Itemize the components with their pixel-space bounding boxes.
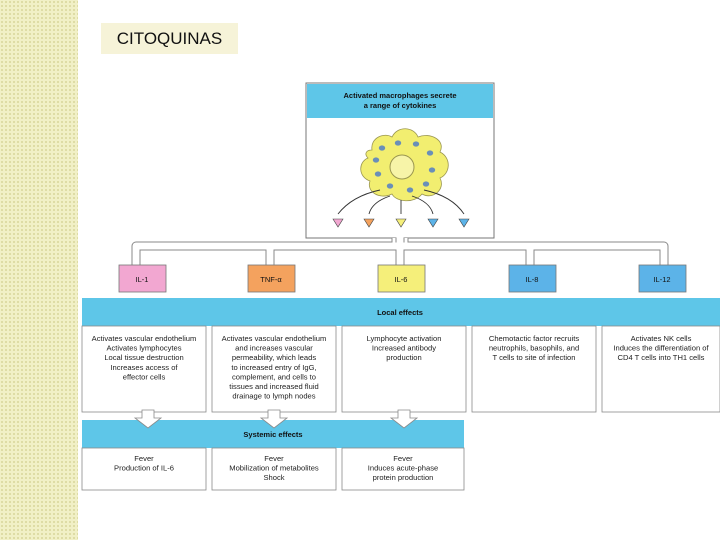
cytokine-label-il8: IL-8 (526, 275, 539, 284)
effect-text-line: Mobilization of metabolites (229, 464, 319, 473)
cytokine-labels: IL-1 TNF-α IL-6 IL-8 IL-12 (118, 264, 687, 293)
effect-text-line: permeability, which leads (232, 353, 316, 362)
cytokine-triangles (332, 218, 470, 228)
effect-text-line: Production of IL-6 (114, 464, 174, 473)
effect-text-line: complement, and cells to (232, 372, 316, 381)
systemic-effect-boxes (81, 447, 465, 491)
effect-text-line: Fever (264, 454, 284, 463)
effect-text-line: CD4 T cells into TH1 cells (618, 353, 705, 362)
effect-text-line: and increases vascular (235, 344, 313, 353)
systemic-effects-title: Systemic effects (243, 430, 302, 439)
cytokine-box-tnf (247, 264, 296, 293)
distribution-pipe (131, 236, 669, 266)
cytokine-box-il1 (118, 264, 167, 293)
effect-text-line: neutrophils, basophils, and (489, 344, 579, 353)
effect-text-line: Activates vascular endothelium (222, 334, 327, 343)
effect-text-line: Chemotactic factor recruits (489, 334, 580, 343)
decorative-side-strip (0, 0, 78, 540)
cytokine-triangle (395, 218, 407, 228)
effect-text-line: Fever (134, 454, 154, 463)
effect-text-line: Increased antibody (372, 344, 436, 353)
effect-text-line: Local tissue destruction (104, 353, 183, 362)
cytokine-label-il6: IL-6 (395, 275, 408, 284)
slide-title: CITOQUINAS (101, 23, 238, 54)
effect-text-line: Shock (263, 473, 284, 482)
cytokine-triangle (332, 218, 344, 228)
cytokine-box-il6 (377, 264, 426, 293)
effect-text-line: Activates NK cells (631, 334, 692, 343)
effect-text-line: Activates vascular endothelium (92, 334, 197, 343)
local-effects-title: Local effects (377, 308, 423, 317)
effect-text-line: T cells to site of infection (492, 353, 575, 362)
cytokine-label-il1: IL-1 (136, 275, 149, 284)
cytokine-triangle (363, 218, 375, 228)
systemic-down-arrows (133, 409, 419, 429)
effect-text-line: Increases access of (110, 363, 178, 372)
effect-text-line: to increased entry of IgG, (231, 363, 316, 372)
effect-text-line: tissues and increased fluid (229, 382, 319, 391)
cytokine-triangle (427, 218, 439, 228)
macrophage-header-line2: a range of cytokines (364, 101, 437, 110)
local-effects-band (82, 298, 720, 326)
macrophage-header-line1: Activated macrophages secrete (344, 91, 457, 100)
effect-text-line: Lymphocyte activation (367, 334, 442, 343)
cytokine-triangle (458, 218, 470, 228)
macrophage-header-band (307, 84, 493, 118)
cytokine-label-tnf: TNF-α (260, 275, 282, 284)
secretion-arrows (337, 189, 465, 215)
macrophage-nucleus (389, 154, 415, 180)
effect-text-line: production (386, 353, 421, 362)
cytokine-label-il12: IL-12 (653, 275, 670, 284)
effect-text-line: Induces acute-phase (368, 464, 439, 473)
effect-text-line: Fever (393, 454, 413, 463)
effect-text-line: drainage to lymph nodes (232, 392, 315, 401)
effect-text-line: Induces the differentiation of (613, 344, 709, 353)
macrophage-granules (372, 140, 436, 193)
effect-text-line: protein production (373, 473, 434, 482)
local-effects-text: Activates vascular endotheliumActivates … (92, 334, 710, 401)
cytokine-box-il12 (638, 264, 687, 293)
effect-text-line: effector cells (123, 372, 166, 381)
effect-text-line: Activates lymphocytes (106, 344, 181, 353)
cytokine-box-il8 (508, 264, 557, 293)
